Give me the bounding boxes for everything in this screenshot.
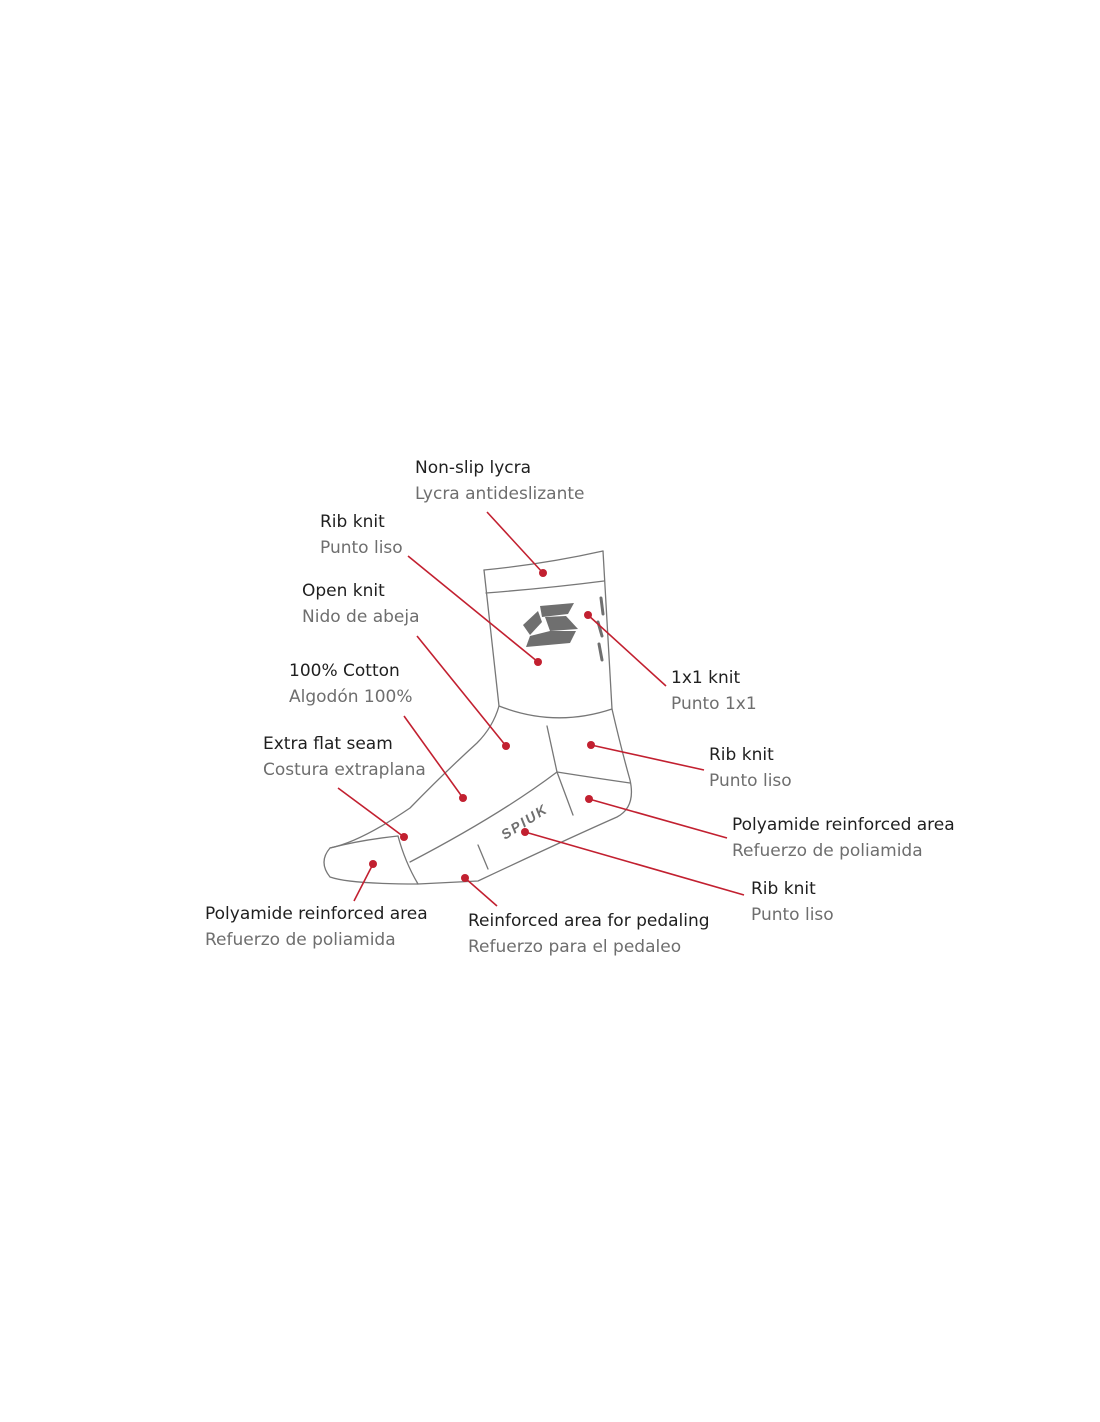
leader-line-rib-knit-upper (407, 555, 539, 663)
callout-dot-open-knit (502, 742, 510, 750)
leader-line-1x1-knit (587, 614, 667, 687)
callout-polyamide-toe: Polyamide reinforced area Refuerzo de po… (205, 901, 428, 953)
callout-subtitle: Punto liso (320, 538, 403, 558)
callout-cotton: 100% Cotton Algodón 100% (289, 658, 413, 710)
callout-dot-polyamide-heel (585, 795, 593, 803)
callout-polyamide-heel: Polyamide reinforced area Refuerzo de po… (732, 812, 955, 864)
callout-title: Reinforced area for pedaling (468, 911, 710, 931)
leader-line-open-knit (416, 635, 507, 747)
callout-title: Rib knit (320, 512, 385, 532)
leader-line-flat-seam (337, 787, 405, 838)
callout-title: Rib knit (751, 879, 816, 899)
callout-subtitle: Refuerzo para el pedaleo (468, 937, 682, 957)
leader-lines (337, 511, 745, 907)
callout-dots (369, 569, 595, 882)
callout-title: Polyamide reinforced area (205, 904, 428, 924)
callout-subtitle: Punto 1x1 (671, 694, 757, 714)
callout-dot-cotton (459, 794, 467, 802)
callout-dot-rib-knit-upper (534, 658, 542, 666)
callout-title: 1x1 knit (671, 668, 741, 688)
leader-line-polyamide-toe (353, 863, 374, 902)
callout-rib-knit-upper: Rib knit Punto liso (320, 509, 403, 561)
callout-rib-knit-sole: Rib knit Punto liso (751, 876, 834, 928)
callout-subtitle: Algodón 100% (289, 687, 413, 707)
leader-line-rib-knit-ankle (590, 744, 705, 771)
leader-line-pedaling (464, 877, 498, 907)
sock-outline (323, 550, 633, 885)
callout-flat-seam: Extra flat seam Costura extraplana (263, 731, 426, 783)
leader-line-polyamide-heel (588, 798, 728, 839)
callout-non-slip-lycra: Non-slip lycra Lycra antideslizante (415, 455, 585, 507)
callout-dot-polyamide-toe (369, 860, 377, 868)
callout-title: Open knit (302, 581, 385, 601)
callout-title: Polyamide reinforced area (732, 815, 955, 835)
callout-open-knit: Open knit Nido de abeja (302, 578, 420, 630)
callout-dot-rib-knit-ankle (587, 741, 595, 749)
callout-dot-flat-seam (400, 833, 408, 841)
callout-dot-non-slip-lycra (539, 569, 547, 577)
leader-line-cotton (403, 715, 464, 799)
callout-dot-rib-knit-sole (521, 828, 529, 836)
leader-line-non-slip-lycra (486, 511, 544, 574)
callout-dot-1x1-knit (584, 611, 592, 619)
callout-subtitle: Refuerzo de poliamida (732, 841, 923, 861)
callout-1x1-knit: 1x1 knit Punto 1x1 (671, 665, 757, 717)
leader-line-rib-knit-sole (524, 831, 745, 896)
callout-title: Extra flat seam (263, 734, 393, 754)
callout-subtitle: Punto liso (751, 905, 834, 925)
callout-subtitle: Lycra antideslizante (415, 484, 585, 504)
callout-rib-knit-ankle: Rib knit Punto liso (709, 742, 792, 794)
callout-dot-pedaling (461, 874, 469, 882)
callout-title: Non-slip lycra (415, 458, 532, 478)
callout-title: Rib knit (709, 745, 774, 765)
callout-subtitle: Punto liso (709, 771, 792, 791)
callout-subtitle: Refuerzo de poliamida (205, 930, 396, 950)
brand-logo-icon (523, 603, 578, 647)
callout-title: 100% Cotton (289, 661, 400, 681)
callout-subtitle: Nido de abeja (302, 607, 420, 627)
callout-subtitle: Costura extraplana (263, 760, 426, 780)
callout-pedaling: Reinforced area for pedaling Refuerzo pa… (468, 908, 710, 960)
